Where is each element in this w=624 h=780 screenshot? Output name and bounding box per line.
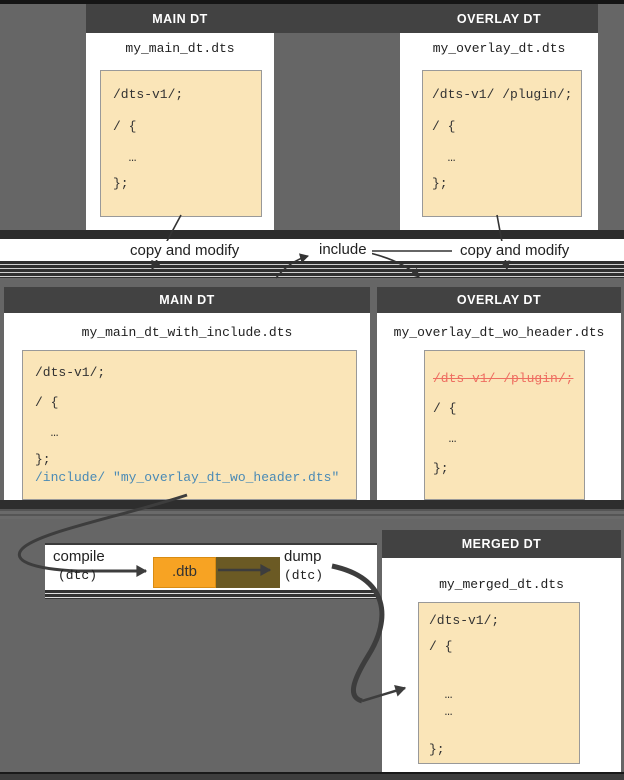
code-line: /dts-v1/; xyxy=(429,613,500,628)
code-line: / { xyxy=(113,119,137,134)
top-header-band xyxy=(86,4,598,33)
copy-and-modify-left-label: copy and modify xyxy=(125,241,245,260)
compile-dtc-label: (dtc) xyxy=(58,568,98,583)
overlay-wo-header-bar xyxy=(377,287,621,313)
code-line: }; xyxy=(113,176,129,191)
main-dt-top-codeblock: /dts-v1/; / { … }; xyxy=(100,70,262,217)
include-label: include xyxy=(314,240,372,259)
code-line: / { xyxy=(429,639,453,654)
code-line: /dts-v1/ /plugin/; xyxy=(432,87,573,102)
code-line: … xyxy=(429,687,453,702)
code-line: / { xyxy=(432,119,456,134)
scanline-strip-3 xyxy=(45,590,377,599)
overlay-wo-filename: my_overlay_dt_wo_header.dts xyxy=(393,325,605,340)
dtb-shadow-block xyxy=(216,557,280,588)
dark-strip-1 xyxy=(0,230,624,239)
main-include-codeblock: /dts-v1/; / { … }; /include/ "my_overlay… xyxy=(22,350,357,500)
include-code-line: /include/ "my_overlay_dt_wo_header.dts" xyxy=(35,470,340,485)
overlay-dt-top-header: OVERLAY DT xyxy=(456,12,542,26)
code-line: … xyxy=(432,150,456,165)
code-line: … xyxy=(113,150,137,165)
overlay-wo-header: OVERLAY DT xyxy=(456,293,542,307)
code-line: … xyxy=(429,704,453,719)
dump-dtc-label: (dtc) xyxy=(284,568,324,583)
main-include-filename: my_main_dt_with_include.dts xyxy=(81,325,293,340)
code-line: }; xyxy=(432,176,448,191)
code-line: }; xyxy=(35,452,51,467)
struck-code-line: /dts-v1/ /plugin/; xyxy=(433,371,574,386)
code-line: / { xyxy=(35,395,59,410)
code-line: … xyxy=(35,425,59,440)
merged-header-bar xyxy=(382,530,621,558)
dump-label: dump xyxy=(284,548,322,565)
merged-header: MERGED DT xyxy=(461,537,542,551)
overlay-dt-top-filename: my_overlay_dt.dts xyxy=(432,41,566,56)
merged-filename: my_merged_dt.dts xyxy=(439,577,564,592)
bottom-edge-strip xyxy=(0,772,624,780)
code-line: /dts-v1/; xyxy=(35,365,106,380)
merged-codeblock: /dts-v1/; / { … … }; xyxy=(418,602,580,764)
code-line: … xyxy=(433,431,457,446)
compile-label: compile xyxy=(53,548,105,565)
main-include-header: MAIN DT xyxy=(159,293,215,307)
code-line: }; xyxy=(429,742,445,757)
main-dt-top-filename: my_main_dt.dts xyxy=(125,41,235,56)
dark-strip-2 xyxy=(0,500,624,509)
copy-and-modify-right-label: copy and modify xyxy=(455,241,575,260)
main-dt-top-header: MAIN DT xyxy=(152,12,208,26)
scanline-strip-2 xyxy=(0,509,624,519)
code-line: }; xyxy=(433,461,449,476)
code-line: / { xyxy=(433,401,457,416)
overlay-dt-top-codeblock: /dts-v1/ /plugin/; / { … }; xyxy=(422,70,582,217)
code-line: /dts-v1/; xyxy=(113,87,184,102)
top-edge-strip xyxy=(0,0,624,4)
main-include-header-bar xyxy=(4,287,370,313)
dtb-label: .dtb xyxy=(171,563,198,580)
overlay-wo-codeblock: /dts-v1/ /plugin/; / { … }; xyxy=(424,350,585,500)
scanline-strip-1 xyxy=(0,261,624,278)
